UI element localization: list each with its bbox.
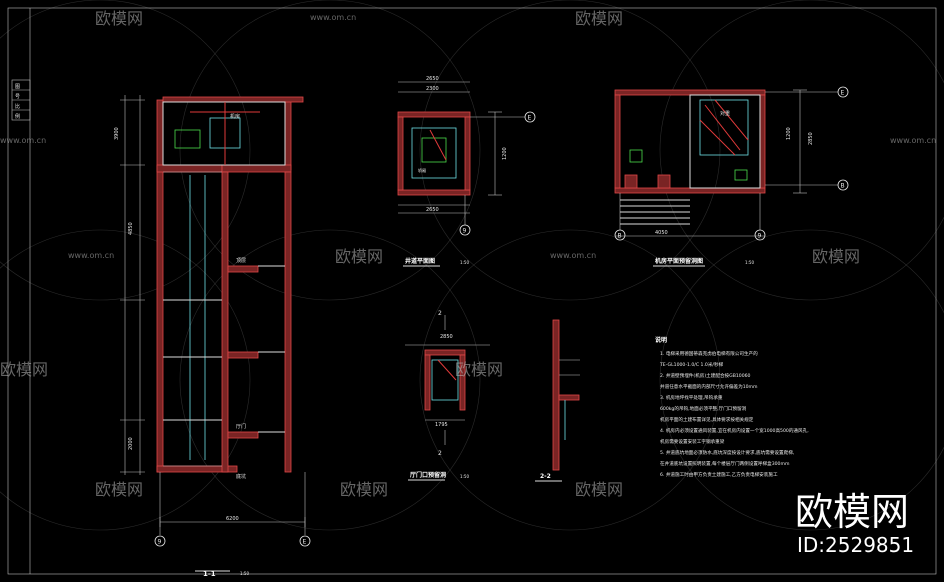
note-line: 井道任意水平截面的内部尺寸允许偏差为10mm — [660, 383, 758, 390]
watermark-brand: 欧模网 — [95, 9, 143, 28]
note-line: TE-GL1000-1.0/C 1.0米/秒梯 — [659, 361, 724, 368]
axis-bubble: E — [528, 115, 532, 122]
axis-bubble: 9 — [758, 233, 762, 240]
watermark-brand: 欧模网 — [455, 360, 503, 379]
label-car: 轿厢 — [418, 167, 426, 173]
note-line: 600kg的吊钩,地面必须平整,厅门口预留洞 — [660, 405, 747, 412]
dim-bottom: 6200 — [226, 516, 239, 522]
axis-bubble: 9 — [463, 228, 467, 235]
dim-right: 1200 — [502, 147, 508, 160]
side-table-cell: 比 — [15, 103, 20, 110]
watermark-url: www.om.cn — [890, 136, 936, 145]
asset-id-label: ID:2529851 — [797, 533, 914, 557]
axis-bubble: B — [841, 183, 845, 190]
note-line: 机房平面的土建布置详见,具体要求按相关规定 — [660, 416, 754, 423]
stair-steps — [620, 199, 690, 225]
watermark-brand: 欧模网 — [0, 360, 48, 379]
side-table-cell: 图 — [15, 84, 20, 90]
hall-door-title: 厅门口预留洞 — [410, 471, 446, 479]
section-2-2-title: 2-2 — [540, 473, 551, 480]
label-counterweight: 对重 — [720, 110, 730, 117]
axis-bubble: 9 — [158, 539, 162, 546]
side-table-cell: 例 — [15, 113, 20, 120]
note-line: 2. 井道壁预埋件(机房)土建配合按GB10060 — [660, 372, 751, 379]
note-line: 5. 井道底坑地面必须防水,底坑深度按设计要求,底坑需要设置爬梯, — [660, 449, 795, 456]
drawing-frame — [7, 7, 937, 575]
note-line: 4. 机房内必须设置通风装置,宜在机房内设置一个宽1000高500的通风孔, — [660, 427, 809, 434]
watermark-brand: 欧模网 — [575, 480, 623, 499]
note-line: 3. 机房地坪找平处理,吊钩承重 — [660, 394, 723, 401]
watermark-brand: 欧模网 — [340, 480, 388, 499]
section-mark: 2 — [438, 450, 442, 457]
axis-bubble: B — [618, 233, 622, 240]
watermark-circles — [0, 0, 944, 531]
dim-right: 2850 — [808, 132, 814, 145]
dim-right-inner: 1200 — [786, 127, 792, 140]
dim-vertical: 2000 — [128, 437, 134, 450]
watermark-brand: 欧模网 — [812, 247, 860, 266]
note-line: 在井道底坑设置照明装置,每个楼层厅门两侧设置呼梯盒300mm — [660, 460, 790, 467]
brand-logo-text: 欧模网 — [795, 490, 909, 534]
dim-vertical: 4850 — [128, 222, 134, 235]
dim-top: 2300 — [426, 86, 439, 92]
section-1-1: 机房 顶层 厅门 底坑 3900 4850 2000 — [114, 95, 311, 578]
watermark-brand: 欧模网 — [95, 480, 143, 499]
dim-bottom: 4050 — [655, 230, 668, 236]
label-machine-room: 机房 — [230, 113, 240, 120]
dim-bottom: 2650 — [426, 207, 439, 213]
notes-block: 说明 1. 电梯采用德国蒂森克虏伯电梯有限公司生产的 TE-GL1000-1.0… — [655, 336, 809, 478]
watermark-url: www.om.cn — [0, 136, 46, 145]
dim-bottom: 1795 — [435, 422, 448, 428]
note-line: 1. 电梯采用德国蒂森克虏伯电梯有限公司生产的 — [660, 350, 758, 357]
watermark-url: www.om.cn — [550, 251, 596, 260]
machine-room-plan-title: 机房平面预留洞图 — [655, 257, 703, 265]
watermark-brand: 欧模网 — [335, 247, 383, 266]
axis-bubble: E — [303, 539, 307, 546]
dim-top: 2850 — [440, 334, 453, 340]
watermark-brand: 欧模网 — [575, 9, 623, 28]
scale-label: 1:50 — [745, 260, 754, 265]
dim-top: 2650 — [426, 76, 439, 82]
axis-bubble: E — [841, 90, 845, 97]
label-pit: 底坑 — [236, 473, 246, 480]
section-mark: 2 — [438, 310, 442, 317]
section-2-2: 2-2 — [535, 319, 580, 482]
notes-title: 说明 — [655, 336, 667, 344]
watermark-url: www.om.cn — [68, 251, 114, 260]
dim-vertical: 3900 — [114, 127, 120, 140]
scale-label: 1:50 — [240, 571, 249, 576]
note-line: 机房需要设置安装工字钢承重梁 — [660, 438, 725, 445]
note-line: 6. 井道施工时由甲方负责土建施工,乙方负责电梯安装施工 — [660, 471, 778, 478]
shaft-plan-title: 井道平面图 — [405, 257, 435, 265]
hall-door-opening: 2850 1795 2 2 厅门口预留洞 1:50 — [405, 310, 490, 481]
machine-room-plan: 4050 2850 1200 E B B 9 机房平面预留洞图 1:50 对重 — [614, 86, 849, 267]
scale-label: 1:50 — [460, 474, 469, 479]
label-top-floor: 顶层 — [236, 258, 246, 264]
watermark-url: www.om.cn — [310, 13, 356, 22]
section-1-1-title: 1-1 — [203, 570, 216, 578]
label-hall-door: 厅门 — [236, 423, 246, 430]
watermarks: 欧模网 www.om.cn 欧模网 www.om.cn 欧模网 www.om.c… — [0, 9, 936, 499]
shaft-plan: 轿厢 2650 2300 2650 1200 E 9 井道平面图 1:50 — [397, 76, 536, 267]
side-table-cell: 号 — [15, 94, 20, 100]
scale-label: 1:50 — [460, 260, 469, 265]
